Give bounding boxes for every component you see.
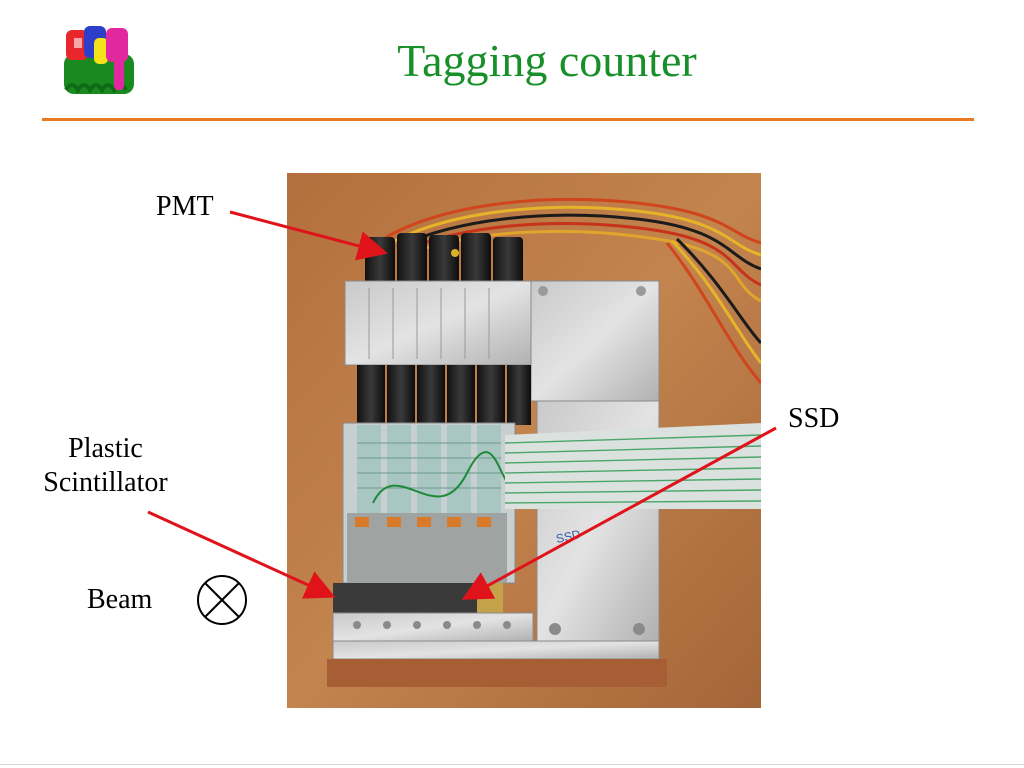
group-logo — [64, 26, 134, 94]
plastic-label-line1: Plastic — [68, 433, 143, 464]
beam-label: Beam — [87, 584, 153, 615]
footer-divider — [0, 764, 1024, 765]
device-photo: SSD — [287, 173, 761, 708]
ssd-label: SSD — [788, 403, 840, 434]
slide-title: Tagging counter — [397, 35, 697, 86]
plastic-label-line2: Scintillator — [43, 466, 168, 498]
title-divider — [42, 118, 974, 121]
circle-cross-icon — [197, 575, 247, 625]
plastic-scintillator-label: Plastic Scintillator — [28, 432, 183, 499]
pmt-label: PMT — [156, 191, 214, 222]
